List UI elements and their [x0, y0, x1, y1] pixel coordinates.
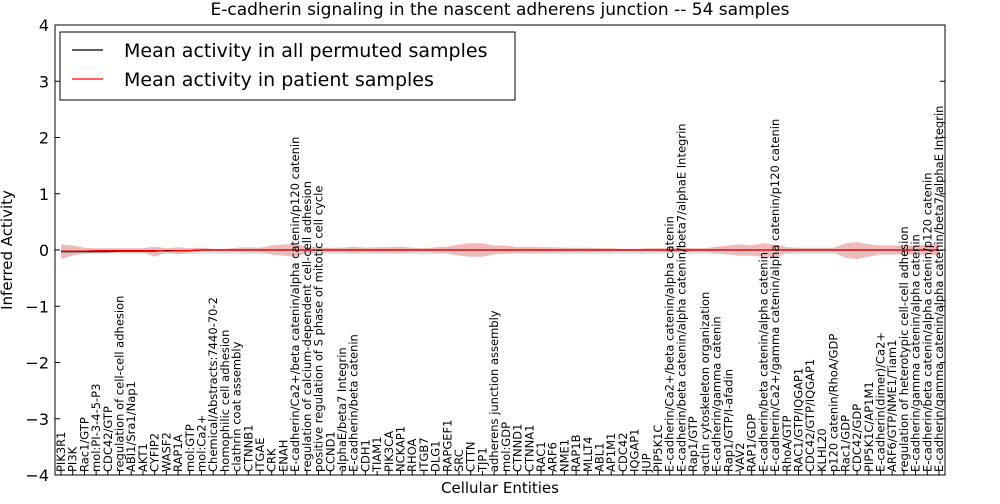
- x-tick-label: E-cadherin(dimer)/Ca2+: [874, 332, 888, 472]
- legend: Mean activity in all permuted samples Me…: [59, 31, 516, 101]
- y-tick-label: 1: [39, 185, 49, 204]
- x-tick-label: IQGAP1: [628, 429, 642, 472]
- legend-label-patient: Mean activity in patient samples: [124, 69, 434, 91]
- x-tick-label: NCKAP1: [394, 426, 408, 472]
- x-tick-label: homophilic cell adhesion: [218, 330, 232, 472]
- y-tick-label: 3: [39, 72, 49, 91]
- x-tick-label: CTNND1: [511, 424, 525, 472]
- x-tick-label: CTNNB1: [241, 425, 255, 472]
- x-tick-label: RAP1B: [569, 434, 583, 472]
- x-tick-label: Chemical/Abstracts:7440-70-2: [206, 297, 220, 472]
- y-tick-label: 0: [39, 241, 49, 260]
- series-layer: [61, 249, 939, 253]
- patient-mean-line: [61, 249, 939, 252]
- x-tick-label: RAC1: [534, 441, 548, 472]
- legend-box: [59, 31, 516, 101]
- x-tick-label: CYFIP2: [148, 433, 162, 472]
- x-tick-label: RAC1/GTP/IQGAP1: [792, 368, 806, 472]
- x-tick-label: DLG1: [429, 441, 443, 473]
- x-tick-label: CRK: [265, 448, 279, 472]
- x-tick-label: MLLT4: [581, 437, 595, 473]
- x-tick-label: SRC: [452, 449, 466, 472]
- y-axis-label: Inferred Activity: [0, 190, 16, 310]
- x-tick-label: CDC42/GDP: [850, 404, 864, 472]
- x-tick-label: mol:Ca2+: [195, 415, 209, 472]
- x-tick-label: VAV2: [733, 443, 747, 472]
- x-tick-label: Rap1/GTP: [686, 416, 700, 472]
- x-tick-label: WASF2: [159, 432, 173, 472]
- x-tick-label: clathrin coat assembly: [230, 341, 244, 472]
- y-tick-label: −3: [25, 410, 49, 429]
- x-tick-label: regulation of cell-cell adhesion: [113, 296, 127, 472]
- x-tick-label: ARF6/GTP/NME1/Tiam1: [885, 340, 899, 472]
- chart-title: E-cadherin signaling in the nascent adhe…: [211, 0, 790, 20]
- y-tick-label: −4: [25, 466, 49, 485]
- x-tick-label: alphaE/beta7 Integrin: [335, 347, 349, 472]
- x-tick-label: ABL1: [593, 443, 607, 472]
- x-tick-label: Rac1/GTP: [77, 417, 91, 472]
- x-tick-label: PIK3CA: [382, 431, 396, 472]
- x-tick-label: KLHL20: [815, 428, 829, 472]
- x-tick-label: ITGB7: [417, 437, 431, 472]
- x-tick-label: regulation of heterotypic cell-cell adhe…: [897, 226, 911, 472]
- x-tick-label: E-cadherin/beta catenin/alpha catenin/be…: [675, 123, 689, 472]
- x-tick-label: mol:GDP: [499, 422, 513, 472]
- x-tick-label: NME1: [557, 439, 571, 472]
- x-tick-label: PIP5K1C: [651, 425, 665, 472]
- x-tick-label: CTNNA1: [522, 425, 536, 472]
- y-tick-label: −2: [25, 354, 49, 373]
- x-tick-label: adherens junction assembly: [487, 310, 501, 472]
- y-tick-label: −1: [25, 297, 49, 316]
- x-tick-label: PIP5K1C/AP1M1: [862, 381, 876, 472]
- x-tick-label: ENAH: [276, 440, 290, 472]
- x-tick-label: JUP: [639, 453, 653, 473]
- x-tick-label: E-cadherin/gamma catenin/alpha catenin: [909, 234, 923, 472]
- x-tick-label: AP1M1: [604, 433, 618, 472]
- permuted-lower-band: [61, 250, 939, 254]
- x-tick-label: mol:PI-3-4-5-P3: [89, 384, 103, 472]
- x-tick-label: E-cadherin/Ca2+/beta catenin/alpha caten…: [288, 137, 302, 472]
- x-tick-label: AKT1: [136, 443, 150, 472]
- x-tick-label: RAPGEF1: [440, 420, 454, 472]
- x-tick-label: positive regulation of S phase of mitoti…: [312, 186, 326, 472]
- x-tick-label: PIK3R1: [54, 432, 68, 473]
- x-tick-label: RHOA: [405, 439, 419, 472]
- y-tick-label: 4: [39, 16, 49, 35]
- x-tick-label: TIAM1: [370, 436, 384, 473]
- x-tick-label: RAP1/GDP: [745, 414, 759, 472]
- x-tick-label: E-cadherin/Ca2+/gamma catenin/alpha cate…: [768, 119, 782, 472]
- x-tick-label: actin cytoskeleton organization: [698, 292, 712, 472]
- x-tick-label: E-cadherin/Ca2+/beta catenin/alpha caten…: [663, 216, 677, 472]
- x-tick-label: E-cadherin/beta catenin/alpha catenin/p1…: [920, 173, 934, 473]
- x-tick-labels: PIK3R1PI3KRac1/GTPmol:PI-3-4-5-P3CDC42/G…: [54, 106, 946, 475]
- x-tick-label: CDH1: [358, 439, 372, 472]
- y-axis: 4 3 2 1 0 −1 −2 −3 −4: [25, 16, 945, 485]
- x-tick-label: regulation of calcium-dependent cell-cel…: [300, 181, 314, 472]
- x-tick-label: p120 catenin/RhoA/GDP: [827, 334, 841, 472]
- x-tick-label: E-cadherin/gamma catenin/alpha catenin/b…: [932, 106, 946, 472]
- x-tick-label: ITGAE: [253, 438, 267, 472]
- x-tick-label: Rac1/GDP: [838, 415, 852, 472]
- x-tick-label: E-cadherin/beta catenin/alpha catenin: [756, 252, 770, 472]
- x-tick-label: RhoA/GTP: [780, 415, 794, 472]
- x-tick-label: mol:GTP: [183, 424, 197, 472]
- legend-label-permuted: Mean activity in all permuted samples: [124, 40, 487, 62]
- x-tick-label: E-cadherin/beta catenin: [347, 334, 361, 472]
- x-tick-label: CDC42/GTP: [101, 406, 115, 472]
- x-tick-label: PI3K: [66, 446, 80, 472]
- x-tick-label: Rap1/GTP/I-afadin: [721, 369, 735, 472]
- x-tick-label: CDC42: [616, 432, 630, 472]
- x-tick-label: ARF6: [546, 442, 560, 472]
- x-tick-label: RAP1A: [171, 434, 185, 472]
- x-tick-label: E-cadherin/gamma catenin: [710, 316, 724, 472]
- x-tick-label: CCND1: [323, 431, 337, 472]
- x-axis-label: Cellular Entities: [441, 479, 559, 497]
- x-tick-label: CTTN: [464, 442, 478, 472]
- x-tick-label: CDC42/GTP/IQGAP1: [803, 359, 817, 472]
- x-tick-label: TJP1: [475, 447, 489, 473]
- y-tick-label: 2: [39, 129, 49, 148]
- x-tick-label: ABI1/Sra1/Nap1: [124, 381, 138, 472]
